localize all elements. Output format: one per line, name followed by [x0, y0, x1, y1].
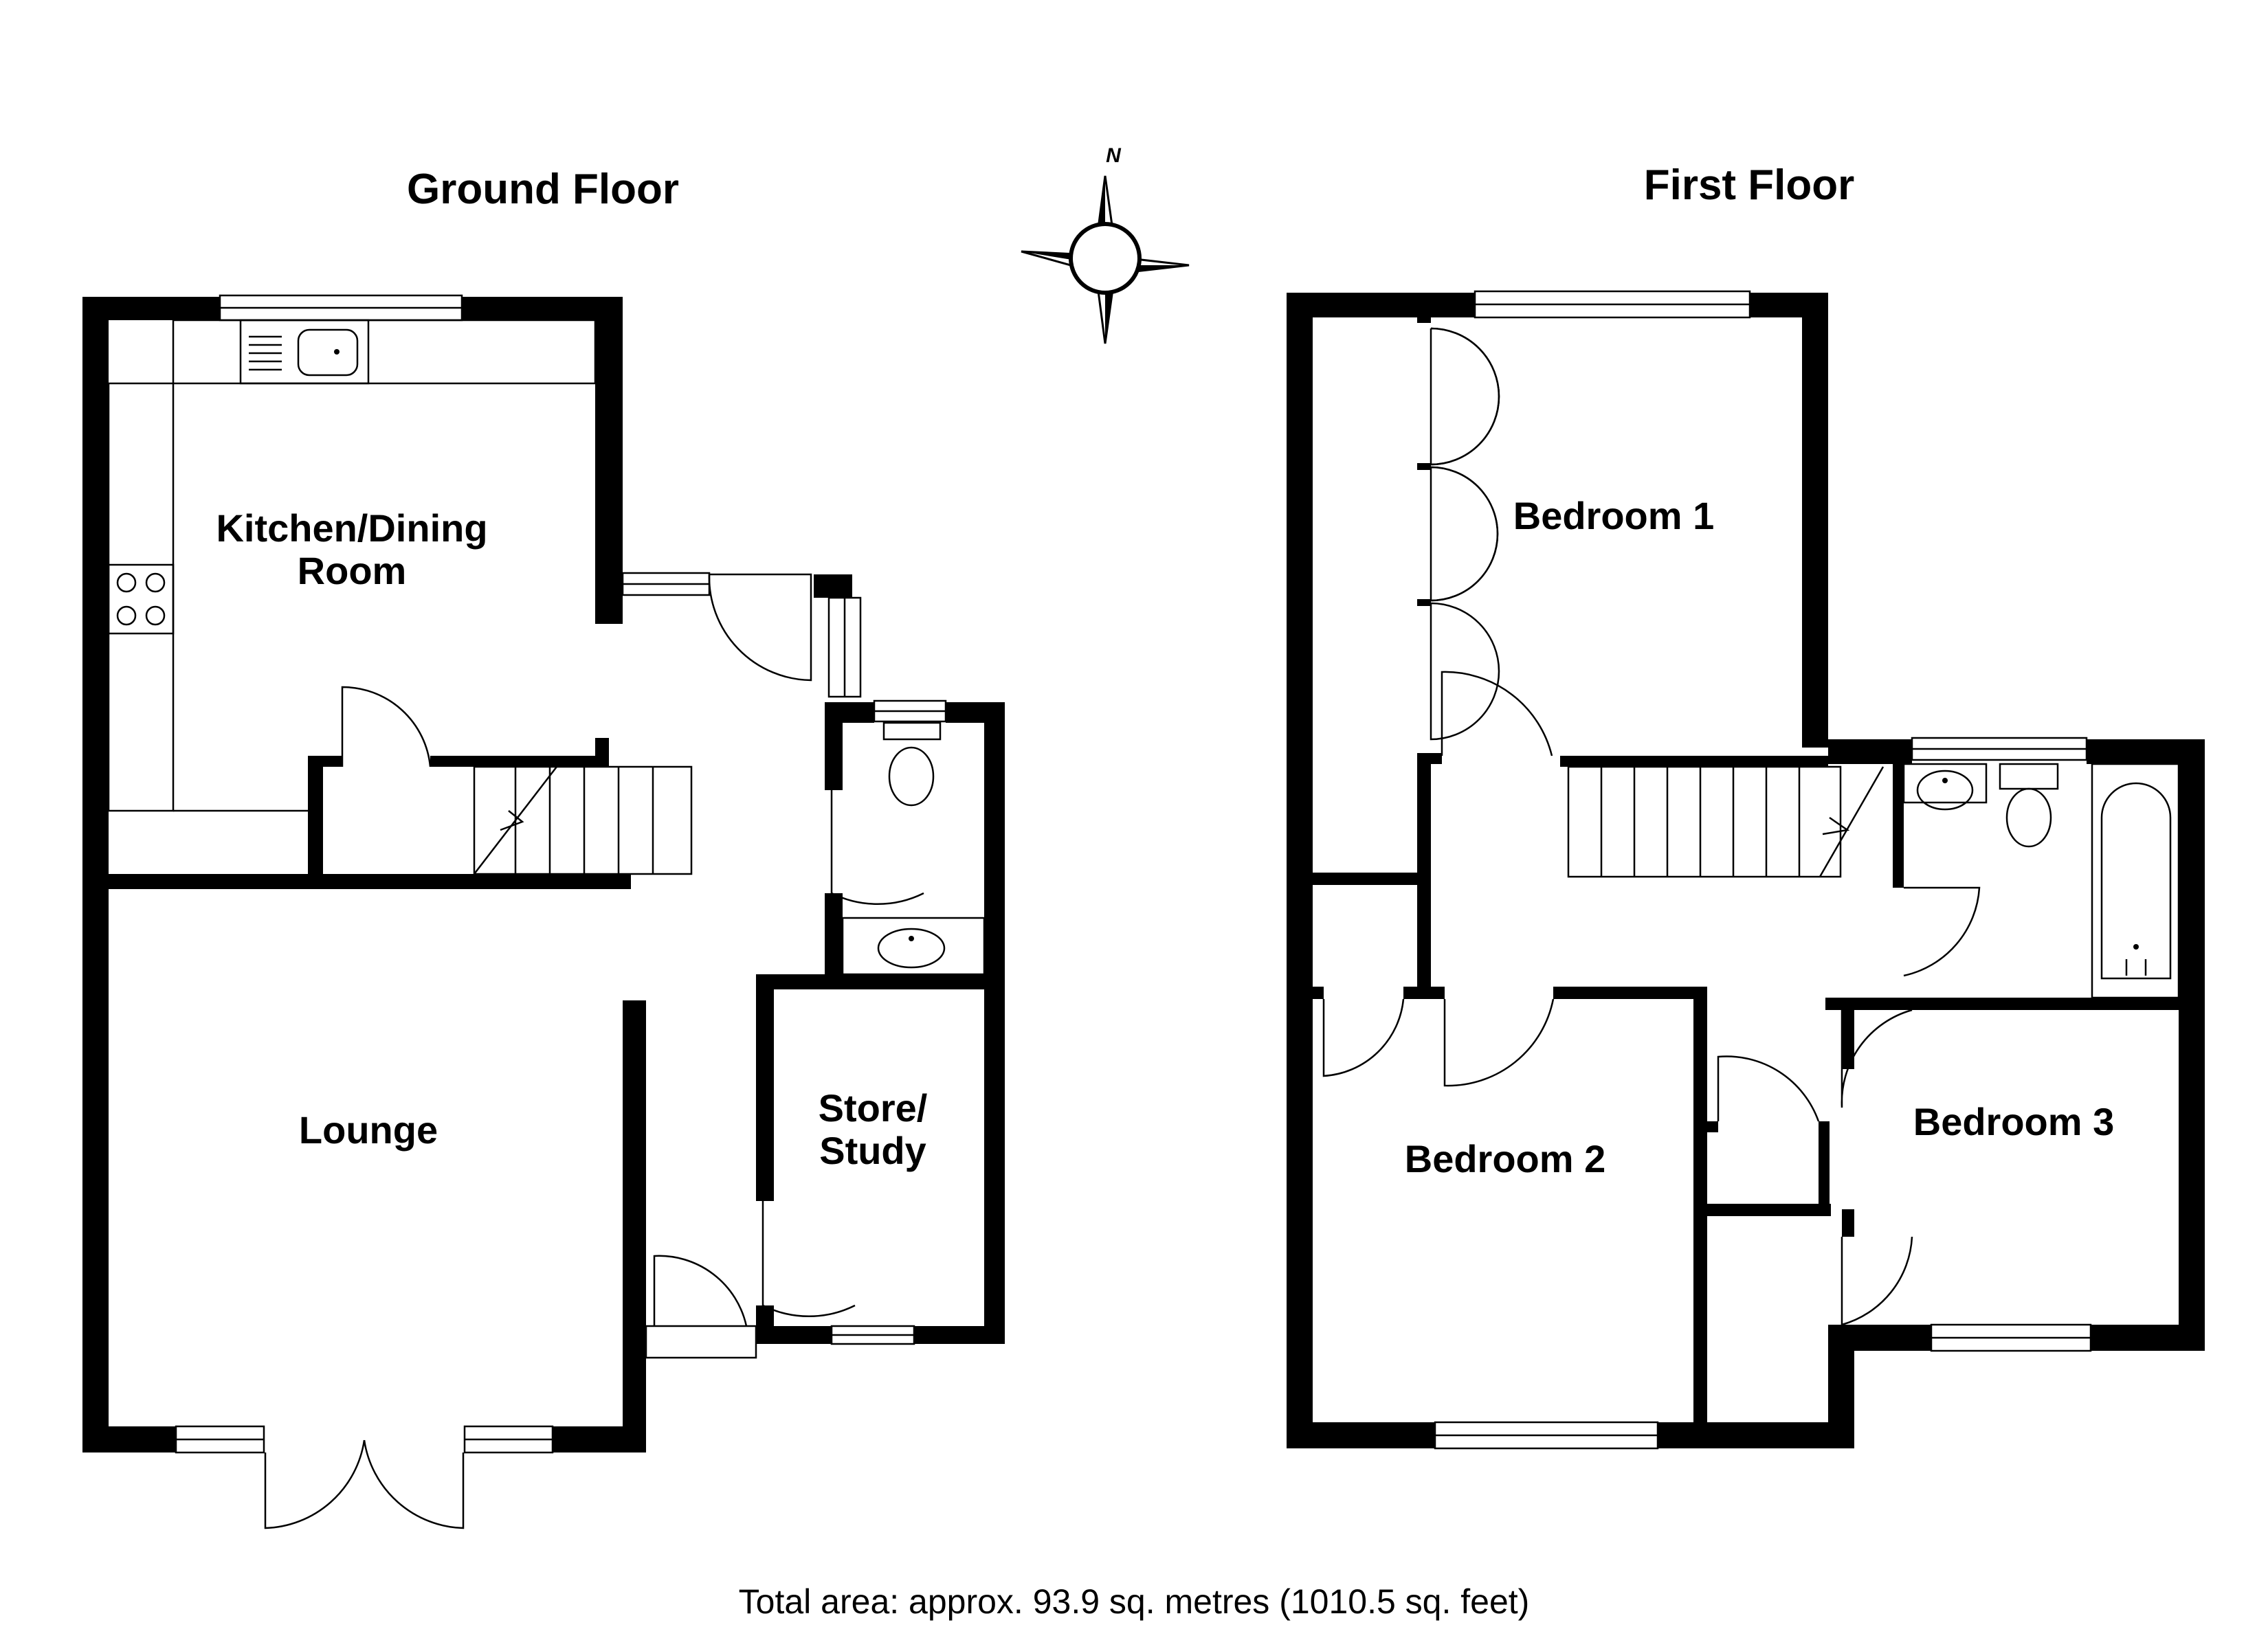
- bedroom3-window: [1930, 1323, 2092, 1352]
- basin-icon: [841, 917, 986, 976]
- bedroom3-label: Bedroom 3: [1913, 1100, 2115, 1143]
- bathroom-window: [1911, 737, 2088, 761]
- toilet-icon: [882, 721, 942, 807]
- ground-floor-title: Ground Floor: [407, 166, 679, 213]
- study-window: [830, 1325, 915, 1345]
- bathroom-fittings: [1902, 763, 2180, 999]
- bedroom1-label: Bedroom 1: [1513, 494, 1715, 537]
- kitchen-window: [219, 294, 463, 322]
- first-doors: [1322, 316, 1981, 1326]
- first-floor-windows: [1434, 290, 2092, 1450]
- side-window-2: [827, 596, 862, 698]
- compass-icon: N: [1021, 144, 1190, 344]
- sink-icon: [239, 319, 370, 385]
- basin-icon: [1902, 763, 1988, 811]
- compass-north-label: N: [1106, 144, 1122, 167]
- hob-icon: [107, 563, 175, 635]
- lounge-window-right: [463, 1425, 554, 1454]
- wc-window: [873, 699, 947, 723]
- front-door-frame: [645, 1325, 757, 1359]
- kitchen-dining-label-1: Kitchen/Dining: [216, 506, 487, 550]
- bedroom2-label: Bedroom 2: [1405, 1137, 1606, 1180]
- first-stairs: [1567, 765, 1885, 878]
- store-study-label-1: Store/: [819, 1086, 928, 1130]
- bath-icon: [2091, 763, 2180, 999]
- ground-wc-fittings: [841, 721, 986, 976]
- store-study-label-2: Study: [819, 1129, 926, 1172]
- ground-stairs: [473, 765, 693, 875]
- lounge-window-left: [175, 1425, 265, 1454]
- ground-floor-windows: [175, 294, 947, 1454]
- ground-floor-plan: Kitchen/Dining Room Lounge Store/ Study: [82, 294, 1005, 1529]
- side-window: [621, 572, 711, 596]
- first-floor-title: First Floor: [1644, 161, 1855, 209]
- first-floor-plan: Bedroom 1 Bedroom 2 Bedroom 3: [1287, 290, 2205, 1450]
- kitchen-dining-label-2: Room: [298, 549, 407, 592]
- toilet-icon: [1999, 763, 2059, 848]
- bedroom1-window: [1474, 290, 1751, 319]
- kitchen-fittings: [107, 319, 597, 812]
- total-area-label: Total area: approx. 93.9 sq. metres (101…: [739, 1582, 1530, 1621]
- ground-floor-walls: [82, 297, 1005, 1452]
- lounge-label: Lounge: [299, 1108, 438, 1152]
- ground-doors: [264, 573, 924, 1529]
- first-floor-walls: [1287, 293, 2205, 1448]
- bedroom2-window: [1434, 1421, 1659, 1450]
